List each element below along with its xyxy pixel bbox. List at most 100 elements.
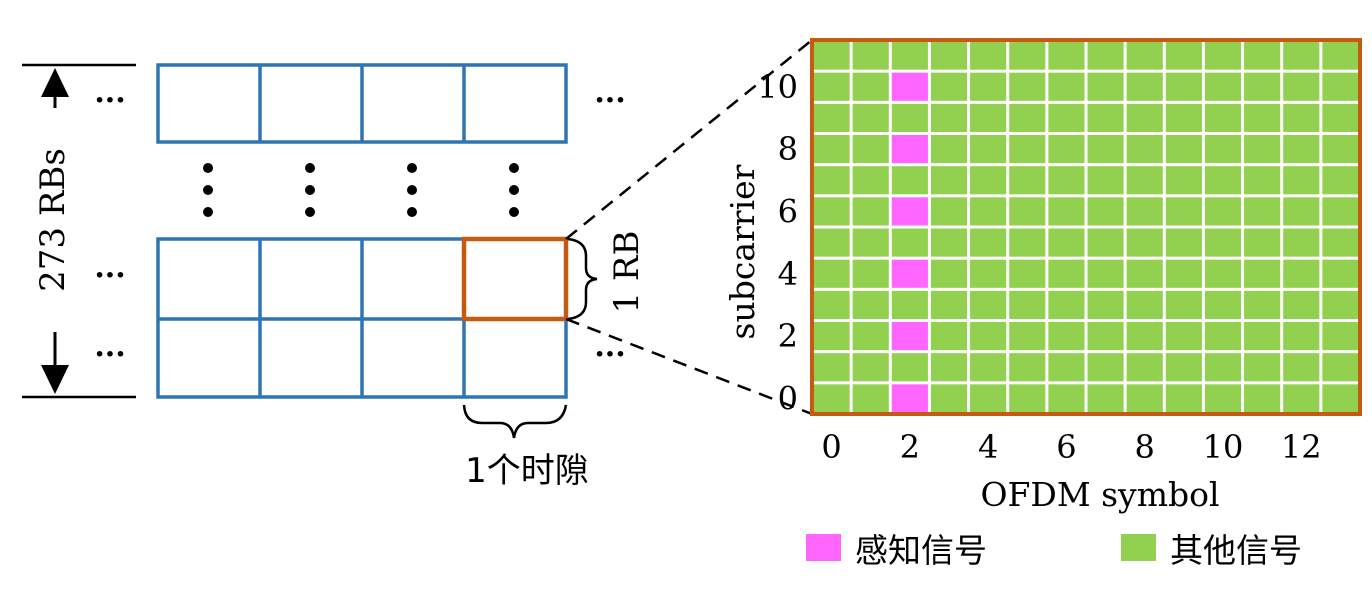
arrow-up-icon <box>41 68 69 97</box>
resource-element-other <box>1048 384 1085 413</box>
resource-element-other <box>1126 322 1163 351</box>
ellipsis-mid-left: ··· <box>94 258 125 293</box>
resource-element-other <box>1204 197 1242 226</box>
resource-element-other <box>852 384 889 413</box>
resource-element-other <box>1204 103 1242 132</box>
resource-element-other <box>1048 197 1085 226</box>
resource-element-other <box>1009 103 1046 132</box>
dot <box>305 163 315 173</box>
resource-element-other <box>852 166 889 195</box>
resource-element-other <box>1322 259 1359 288</box>
resource-element-other <box>1048 41 1085 70</box>
resource-element-other <box>1244 197 1281 226</box>
resource-element-other <box>1087 353 1124 382</box>
resource-element-other <box>1126 135 1163 164</box>
resource-element-other <box>1126 290 1163 319</box>
resource-element-sensing <box>891 384 928 413</box>
resource-element-other <box>1322 135 1359 164</box>
resource-element-other <box>1048 322 1085 351</box>
resource-element-other <box>813 72 850 101</box>
ellipsis-top-left: ··· <box>94 83 125 118</box>
resource-element-other <box>1322 166 1359 195</box>
resource-element-other <box>813 384 850 413</box>
resource-element-other <box>1048 353 1085 382</box>
resource-element-other <box>1244 384 1281 413</box>
x-tick-label: 12 <box>1281 428 1322 466</box>
resource-element-other <box>813 259 850 288</box>
resource-grid-border <box>810 38 1362 416</box>
arrow-down-icon <box>41 365 69 394</box>
resource-element-other <box>1165 384 1202 413</box>
resource-element-sensing <box>891 322 928 351</box>
resource-element-other <box>1204 166 1242 195</box>
resource-element-other <box>1126 166 1163 195</box>
y-tick-label: 10 <box>757 68 798 106</box>
resource-element-other <box>1204 259 1242 288</box>
resource-element-other <box>1204 228 1242 257</box>
x-tick-label: 0 <box>821 428 841 466</box>
resource-element-other <box>1087 259 1124 288</box>
dot <box>203 185 213 195</box>
resource-element-other <box>1283 135 1320 164</box>
resource-element-other <box>1087 197 1124 226</box>
resource-element-other <box>1009 197 1046 226</box>
x-tick-label: 4 <box>978 428 998 466</box>
resource-element-other <box>1165 228 1202 257</box>
resource-element-other <box>1048 166 1085 195</box>
y-tick-label: 8 <box>778 130 798 168</box>
resource-element-other <box>813 41 850 70</box>
resource-element-other <box>852 103 889 132</box>
legend-swatch-other <box>1121 534 1156 561</box>
resource-element-other <box>891 41 928 70</box>
resource-element-other <box>891 228 928 257</box>
resource-element-sensing <box>891 72 928 101</box>
dot <box>203 207 213 217</box>
resource-element-other <box>1126 384 1163 413</box>
resource-element-other <box>930 41 968 70</box>
resource-element-other <box>1126 197 1163 226</box>
resource-element-other <box>1322 197 1359 226</box>
resource-element-other <box>970 166 1007 195</box>
resource-element-other <box>930 259 968 288</box>
resource-element-other <box>1322 228 1359 257</box>
dot <box>305 185 315 195</box>
resource-element-other <box>970 290 1007 319</box>
resource-element-other <box>1244 103 1281 132</box>
resource-element-other <box>813 353 850 382</box>
resource-element-other <box>1244 290 1281 319</box>
resource-element-other <box>970 353 1007 382</box>
resource-element-other <box>1009 259 1046 288</box>
resource-element-other <box>1283 290 1320 319</box>
resource-element-other <box>1322 103 1359 132</box>
resource-element-other <box>1322 290 1359 319</box>
resource-element-other <box>970 72 1007 101</box>
one-rb-label: 1 RB <box>607 230 647 313</box>
resource-element-other <box>930 353 968 382</box>
resource-element-other <box>970 228 1007 257</box>
resource-element-other <box>813 322 850 351</box>
y-tick-label: 6 <box>778 192 798 230</box>
ellipsis-bottom-left: ··· <box>94 337 125 372</box>
resource-element-other <box>1244 135 1281 164</box>
resource-element-other <box>930 72 968 101</box>
resource-element-other <box>970 259 1007 288</box>
rb-dimension: 273 RBs <box>22 63 136 399</box>
resource-element-other <box>1165 353 1202 382</box>
ellipsis-top-right: ··· <box>594 83 625 118</box>
resource-element-other <box>1087 41 1124 70</box>
resource-element-other <box>1322 72 1359 101</box>
resource-element-other <box>1087 103 1124 132</box>
resource-element-other <box>930 384 968 413</box>
resource-element-other <box>1126 72 1163 101</box>
resource-element-other <box>970 41 1007 70</box>
legend: 感知信号 其他信号 <box>806 531 1302 570</box>
zoom-line-top <box>565 39 813 240</box>
resource-element-other <box>1283 103 1320 132</box>
rb-count-label: 273 RBs <box>33 148 73 292</box>
resource-element-other <box>1087 72 1124 101</box>
resource-element-other <box>970 322 1007 351</box>
resource-element-other <box>1165 166 1202 195</box>
resource-element-other <box>1048 259 1085 288</box>
